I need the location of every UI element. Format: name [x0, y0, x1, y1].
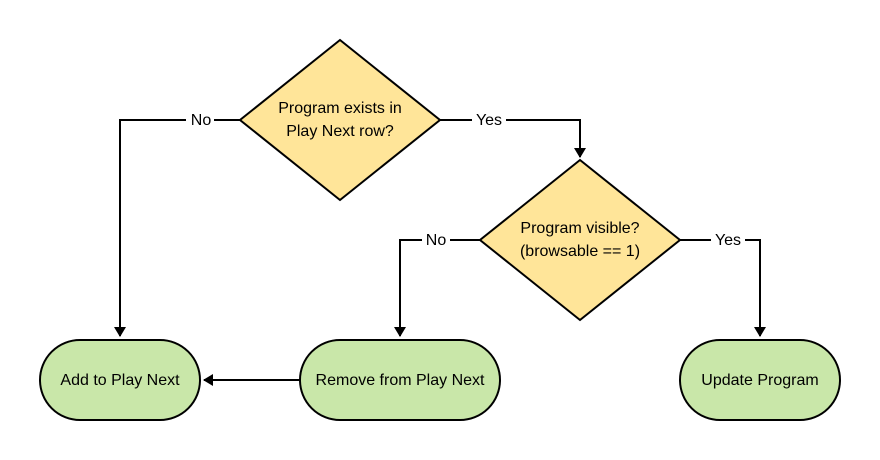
- decision-label-line1: Program exists in: [278, 100, 402, 117]
- edge-label-visible-yes: Yes: [715, 232, 741, 249]
- process-update-program: Update Program: [679, 339, 841, 421]
- edge-label-visible-no: No: [426, 232, 447, 249]
- edge-exists-yes-to-visible: [440, 119, 586, 158]
- edge-label-bg: [711, 230, 745, 250]
- process-box: [39, 339, 201, 421]
- decision-diamond: [238, 38, 442, 202]
- decision-label-line2: (browsable == 1): [520, 243, 640, 260]
- decision-diamond: [478, 158, 682, 322]
- edge-visible-yes-to-update: [680, 239, 766, 337]
- process-label: Add to Play Next: [60, 372, 180, 389]
- edge-label-bg: [422, 230, 450, 250]
- process-label: Remove from Play Next: [316, 372, 485, 389]
- process-add-to-play-next: Add to Play Next: [39, 339, 201, 421]
- edge-visible-no-to-remove: [394, 239, 480, 337]
- decision-program-exists: Program exists in Play Next row?: [238, 38, 442, 202]
- edge-label-bg: [472, 110, 506, 130]
- decision-label-line1: Program visible?: [520, 220, 639, 237]
- process-remove-from-play-next: Remove from Play Next: [299, 339, 501, 421]
- process-box: [299, 339, 501, 421]
- decision-program-visible: Program visible? (browsable == 1): [478, 158, 682, 322]
- edge-label-exists-yes: Yes: [476, 112, 502, 129]
- process-label: Update Program: [701, 372, 818, 389]
- process-box: [679, 339, 841, 421]
- edge-label-exists-no: No: [191, 112, 212, 129]
- decision-label-line2: Play Next row?: [286, 123, 394, 140]
- edge-exists-no-to-add: [114, 119, 240, 337]
- edge-label-bg: [186, 110, 214, 130]
